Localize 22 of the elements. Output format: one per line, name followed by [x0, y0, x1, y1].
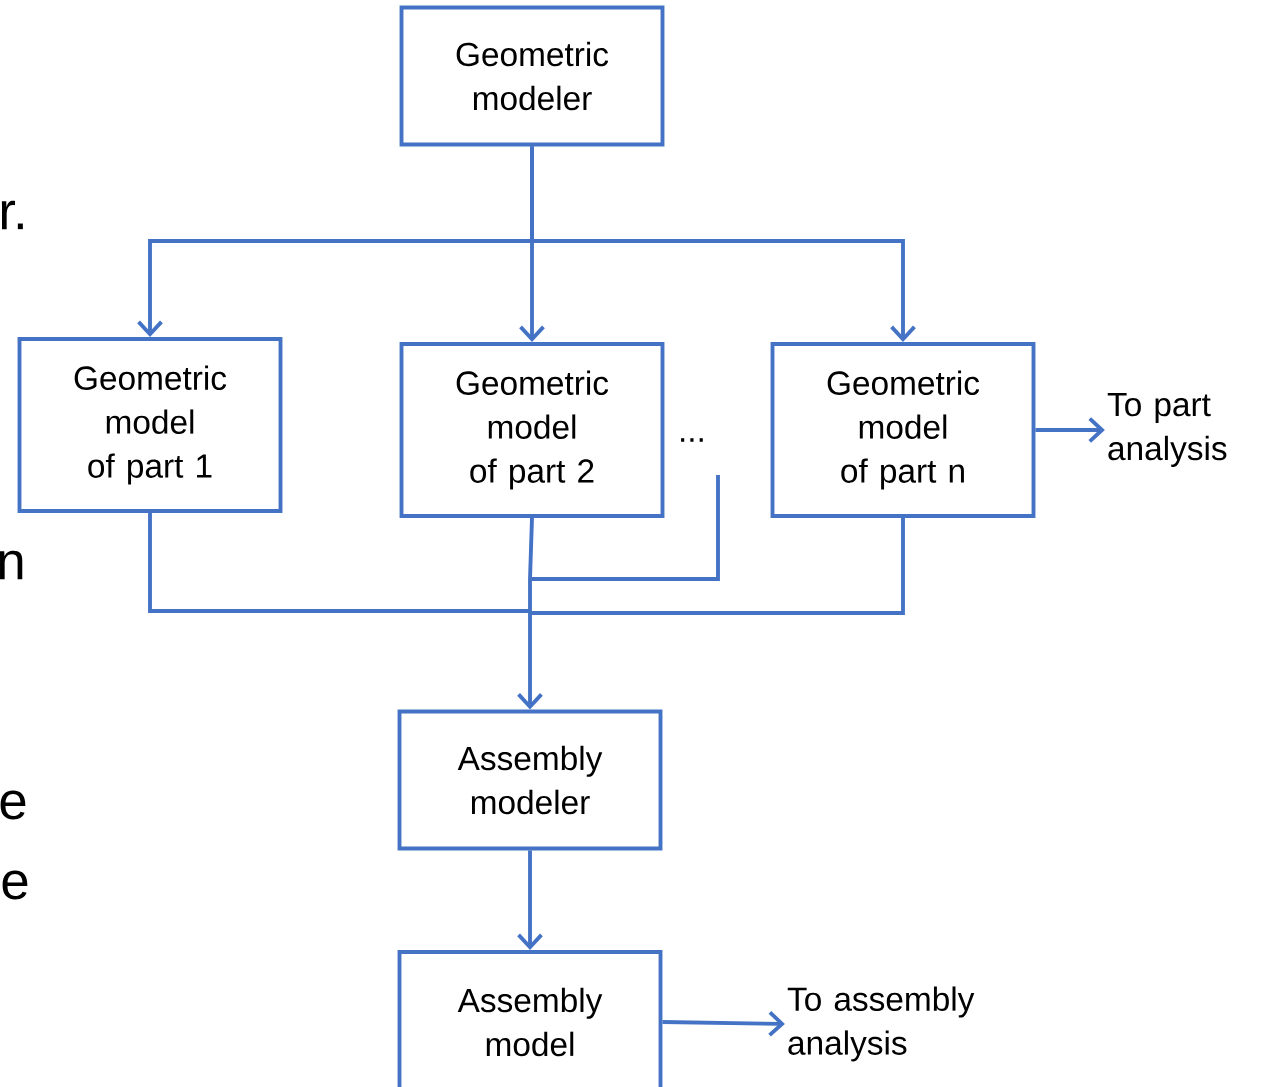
process-box: Geometric model of part 1 — [17, 337, 283, 513]
process-box: Assembly model — [397, 950, 663, 1087]
process-box: Geometric model of part n — [770, 342, 1036, 518]
text-fragment: n — [0, 550, 23, 580]
process-box: Geometric modeler — [399, 5, 665, 147]
connector-line — [530, 475, 720, 581]
text-fragment: e — [0, 790, 26, 820]
connector-line — [148, 512, 530, 613]
arrow — [662, 1010, 785, 1037]
arrow — [517, 850, 543, 951]
output-label: To assembly analysis — [787, 986, 975, 1062]
arrow — [517, 579, 543, 710]
connector-line — [528, 517, 534, 580]
text-fragment: e — [2, 870, 28, 900]
process-box: Assembly modeler — [397, 709, 663, 851]
arrow — [530, 146, 916, 343]
ellipsis: ... — [681, 438, 703, 442]
text-fragment: r. — [1, 200, 23, 230]
arrow — [1035, 417, 1105, 443]
connector-line — [530, 517, 905, 615]
output-label: To part analysis — [1107, 393, 1227, 467]
process-box: Geometric model of part 2 — [399, 342, 665, 518]
